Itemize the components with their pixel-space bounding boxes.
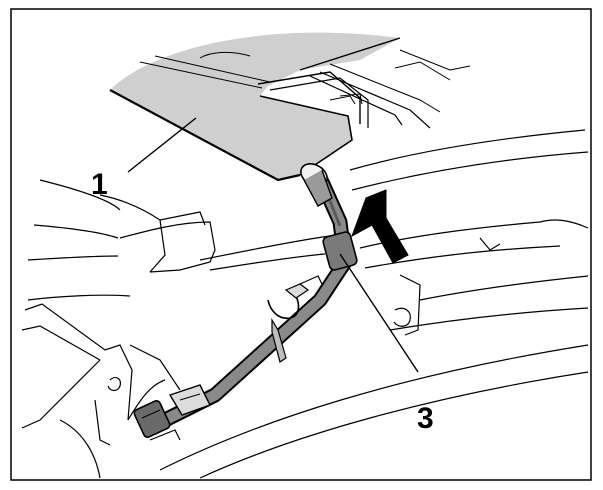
leader-line-3 (339, 253, 419, 373)
callout-3: 3 (417, 402, 434, 435)
callout-1: 1 (91, 168, 108, 201)
upper-panel (109, 32, 471, 182)
hose-assembly (133, 163, 358, 441)
hose-connector (322, 231, 358, 271)
leader-lines (127, 117, 419, 373)
leader-line-1 (127, 117, 197, 173)
direction-arrow-icon (351, 189, 409, 264)
body-contours (21, 129, 589, 479)
figure-border (10, 8, 592, 481)
